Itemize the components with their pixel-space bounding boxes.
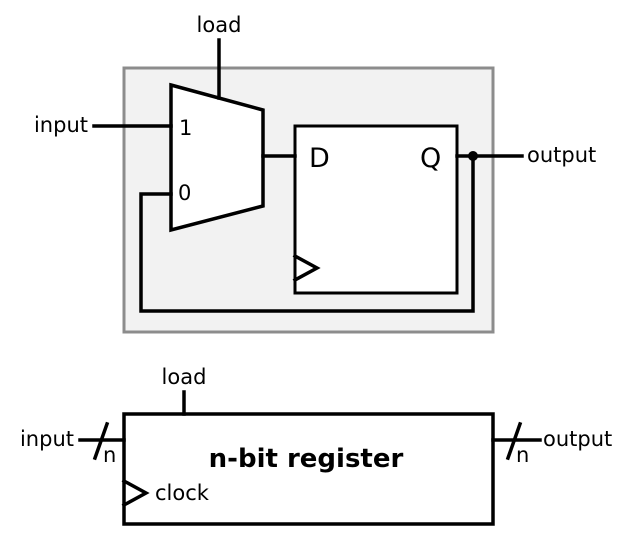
clock-label: clock xyxy=(155,481,210,505)
register-block xyxy=(122,412,495,526)
input-bus-slash xyxy=(92,421,110,461)
ff-clock-triangle xyxy=(292,253,321,283)
input-label: input xyxy=(34,113,88,137)
block-clock-triangle xyxy=(121,478,150,508)
block-output-label: output xyxy=(543,427,612,451)
mux-input-1-label: 1 xyxy=(179,116,192,140)
d-flip-flop xyxy=(293,124,459,295)
output-width-label: n xyxy=(516,443,529,467)
output-bus-slash xyxy=(505,421,523,461)
register-title: n-bit register xyxy=(209,444,404,474)
block-load-label: load xyxy=(162,365,207,389)
junction-dot xyxy=(468,151,478,161)
multiplexer xyxy=(169,82,265,233)
load-label: load xyxy=(197,13,242,37)
input-width-label: n xyxy=(103,443,116,467)
mux-input-0-label: 0 xyxy=(178,181,191,205)
feedback-wire xyxy=(139,154,475,313)
ff-d-label: D xyxy=(309,143,330,174)
output-label: output xyxy=(527,143,596,167)
ff-q-label: Q xyxy=(420,143,441,174)
block-input-label: input xyxy=(20,427,74,451)
